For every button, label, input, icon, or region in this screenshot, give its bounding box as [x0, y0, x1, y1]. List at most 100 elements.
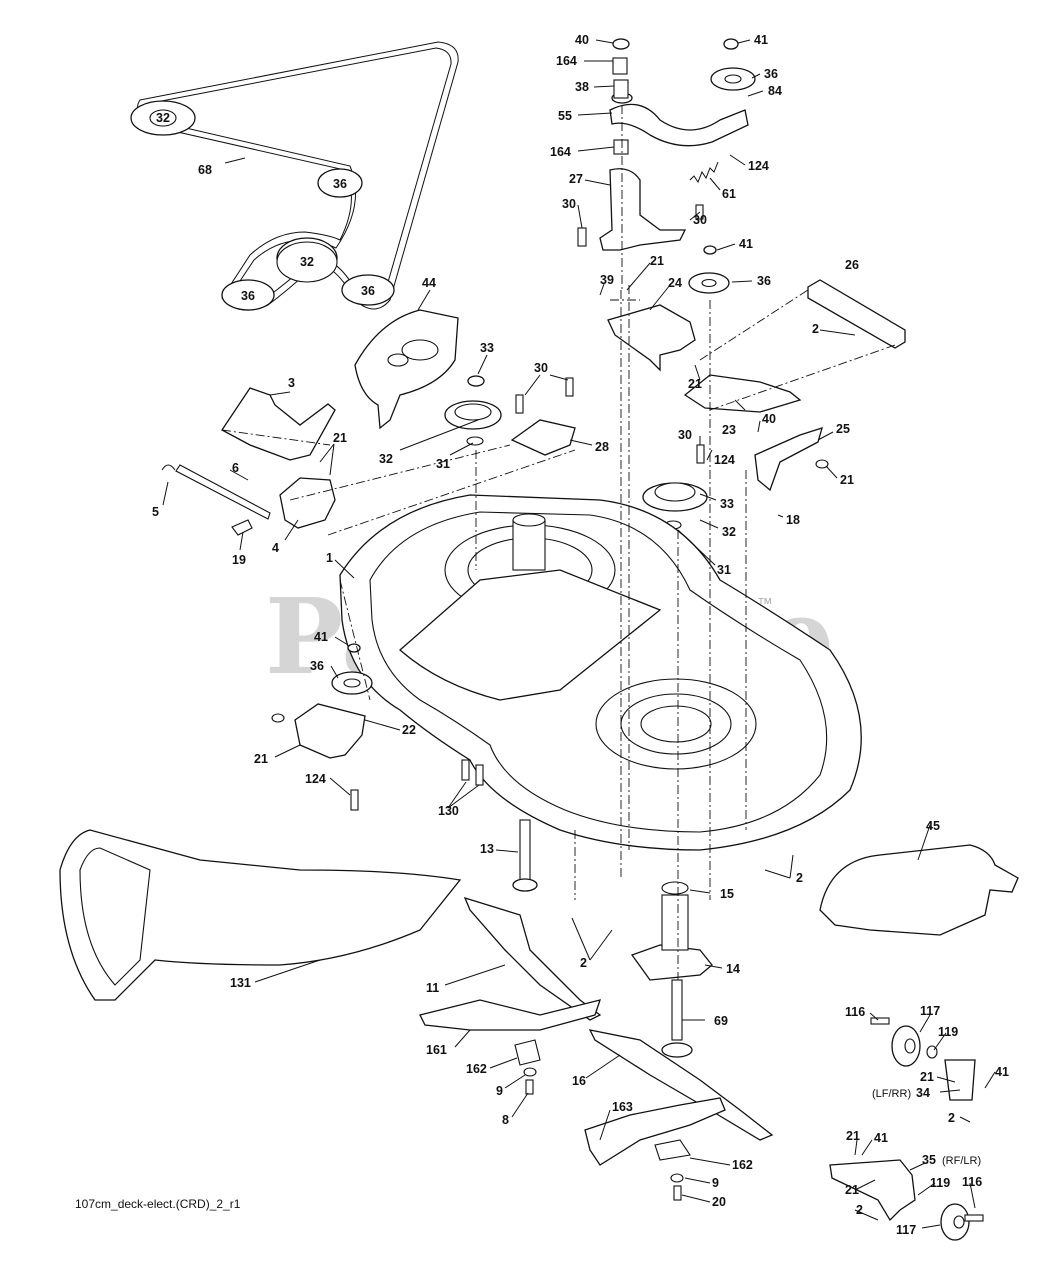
blade-163: [584, 1097, 726, 1166]
callout: 163: [612, 1100, 633, 1114]
position-notes: (LF/RR) (RF/LR): [872, 1088, 981, 1167]
callout: 117: [896, 1223, 916, 1237]
arm-25: [754, 427, 829, 492]
callout: 38: [575, 80, 589, 94]
deck-housing: [339, 494, 862, 851]
belt-pulley-label: 36: [361, 284, 375, 298]
idler-pulley-36-top: [710, 38, 756, 91]
callout: 124: [305, 772, 326, 786]
callout: 21: [846, 1129, 860, 1143]
hardware-blade-left: [514, 1039, 541, 1095]
callout: 124: [714, 453, 735, 467]
blade-11: [463, 896, 602, 1021]
callout: 6: [232, 461, 239, 475]
callout: 61: [722, 187, 736, 201]
shield-44: [354, 309, 459, 430]
bracket-27: [577, 168, 704, 251]
callout: 33: [480, 341, 494, 355]
gauge-wheel-rf-lr: [829, 1159, 984, 1241]
callout: 41: [314, 630, 328, 644]
callout: 25: [836, 422, 850, 436]
callout: 161: [426, 1043, 447, 1057]
belt-pulley-36-lower-right: 36: [341, 274, 395, 306]
diagram-caption: 107cm_deck-elect.(CRD)_2_r1: [75, 1197, 241, 1211]
note-rf-lr: (RF/LR): [942, 1155, 981, 1167]
callout: 11: [426, 981, 439, 995]
gauge-wheel-lf-rr: [870, 1017, 976, 1101]
idler-pulley-36-mid: [688, 245, 730, 294]
bracket-4: [279, 477, 336, 529]
callout: 41: [874, 1131, 888, 1145]
callout: 30: [562, 197, 576, 211]
callout: 16: [572, 1074, 586, 1088]
idler-arm-55: [609, 38, 749, 155]
callout: 35: [922, 1153, 936, 1167]
cover-45: [819, 844, 1019, 936]
callout: 21: [840, 473, 854, 487]
callout: 5: [152, 505, 159, 519]
callout: 117: [920, 1004, 940, 1018]
chute-131: [59, 829, 462, 1001]
callout: 32: [722, 525, 736, 539]
callout: 41: [739, 237, 753, 251]
callout-labels: 40 164 38 55 164 41 36 84 124 61 27 30 3…: [152, 33, 1009, 1237]
callout: 119: [930, 1176, 950, 1190]
belt-pulley-label: 32: [300, 255, 314, 269]
callout: 39: [600, 273, 614, 287]
callout: 30: [534, 361, 548, 375]
belt-pulley-label: 36: [241, 289, 255, 303]
blade-16: [588, 1029, 774, 1141]
callout: 130: [438, 804, 459, 818]
belt-pulley-label: 36: [333, 177, 347, 191]
callout: 26: [845, 258, 859, 272]
callout: 3: [288, 376, 295, 390]
callout: 124: [748, 159, 769, 173]
callout: 36: [757, 274, 771, 288]
callout: 55: [558, 109, 572, 123]
callout: 21: [845, 1183, 859, 1197]
bracket-22: [271, 703, 484, 811]
spindle-69: [661, 979, 693, 1058]
callout: 69: [714, 1014, 728, 1028]
callout: 119: [938, 1025, 958, 1039]
callout: 116: [845, 1005, 865, 1019]
belt-pulley-32-top: 32: [130, 100, 196, 136]
callout: 164: [550, 145, 571, 159]
spindle-13: [512, 819, 538, 892]
callout: 34: [916, 1086, 930, 1100]
assembly-lines: [221, 105, 896, 980]
callout: 22: [402, 723, 416, 737]
belt-pulley-32-center: 32: [276, 237, 338, 283]
belt-pulley-label: 32: [156, 111, 170, 125]
callout: 2: [948, 1111, 955, 1125]
callout: 20: [712, 1195, 726, 1209]
callout: 162: [732, 1158, 753, 1172]
callout: 24: [668, 276, 682, 290]
callout: 19: [232, 553, 246, 567]
bracket-24: [607, 304, 696, 372]
callout: 28: [595, 440, 609, 454]
callout: 21: [333, 431, 347, 445]
callout: 27: [569, 172, 583, 186]
callout: 2: [796, 871, 803, 885]
callout: 131: [230, 976, 251, 990]
callout: 2: [812, 322, 819, 336]
rod-6: [161, 464, 271, 520]
callout: 31: [436, 457, 450, 471]
callout: 40: [575, 33, 589, 47]
bolt-19: [231, 519, 253, 536]
callout: 41: [754, 33, 768, 47]
callout: 9: [712, 1176, 719, 1190]
leader-lines: [162, 39, 996, 1229]
plate-23: [683, 374, 802, 413]
callout: 116: [962, 1175, 982, 1189]
callout: 8: [502, 1113, 509, 1127]
callout: 32: [379, 452, 393, 466]
callout: 40: [762, 412, 776, 426]
callout: 30: [693, 213, 707, 227]
belt-pulley-36-right: 36: [317, 168, 363, 198]
callout: 84: [768, 84, 782, 98]
callout: 2: [856, 1203, 863, 1217]
callout: 21: [650, 254, 664, 268]
